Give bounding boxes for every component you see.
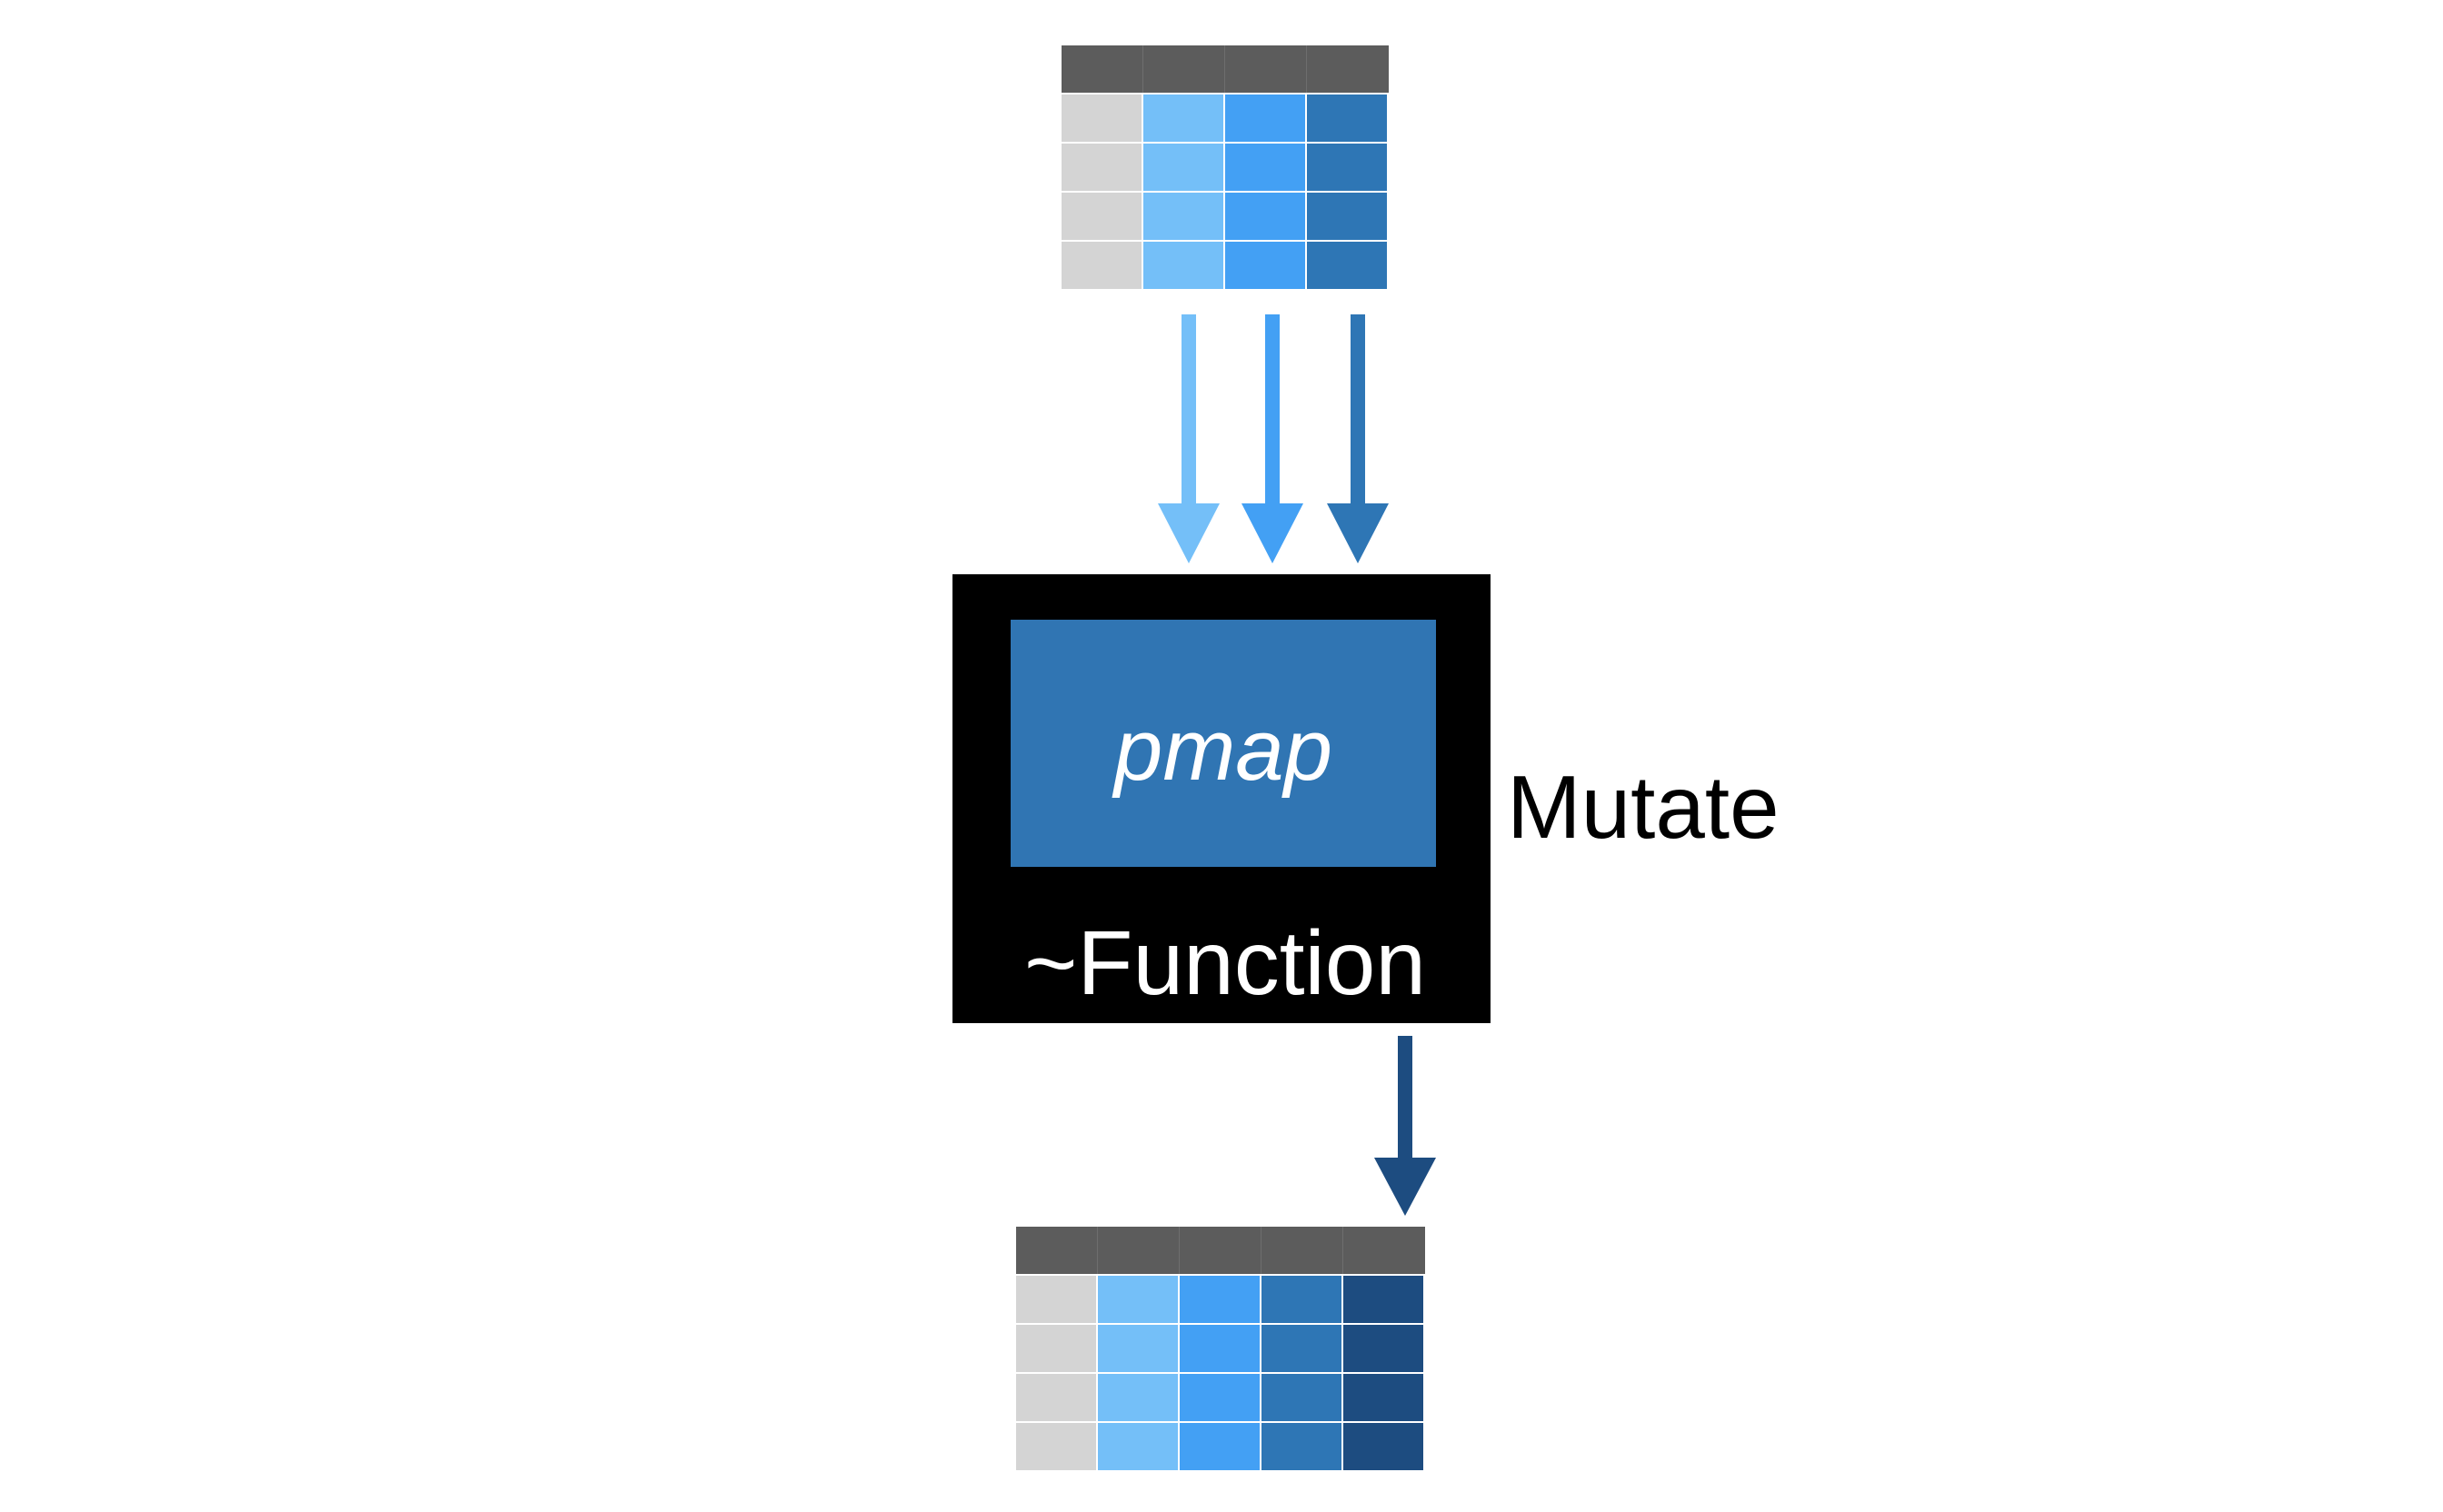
output-table-cell	[1343, 1325, 1423, 1372]
input-table-header-divider	[1142, 45, 1143, 93]
arrow-head	[1327, 503, 1389, 563]
input-table-header-divider	[1306, 45, 1307, 93]
output-table-header	[1016, 1227, 1425, 1274]
input-table-cell	[1143, 94, 1223, 142]
input-table-cell	[1062, 193, 1142, 240]
output-table-cell	[1098, 1423, 1178, 1470]
input-table-cell	[1225, 144, 1305, 191]
output-table-cell	[1180, 1325, 1260, 1372]
output-table-cell	[1098, 1276, 1178, 1323]
output-table-cell	[1343, 1276, 1423, 1323]
mutate-label: Mutate	[1507, 757, 1780, 857]
output-table-header-divider	[1342, 1227, 1343, 1274]
input-table-cell	[1225, 242, 1305, 289]
output-table-cell	[1261, 1423, 1341, 1470]
input-table-header-divider	[1224, 45, 1225, 93]
arrow-shaft	[1265, 314, 1280, 505]
output-arrow-mark	[1374, 1036, 1436, 1216]
input-table	[1062, 45, 1389, 289]
input-table-cell	[1143, 242, 1223, 289]
pmap-box	[1011, 620, 1436, 867]
output-table-cell	[1098, 1374, 1178, 1421]
output-table-cell	[1016, 1374, 1096, 1421]
input-table-cell	[1062, 242, 1142, 289]
function-box: pmap ~Function	[952, 574, 1491, 1023]
output-table-header-divider	[1179, 1227, 1180, 1274]
arrow-shaft	[1182, 314, 1196, 505]
output-table-cell	[1261, 1374, 1341, 1421]
output-table-cell	[1180, 1423, 1260, 1470]
output-table-header-divider	[1097, 1227, 1098, 1274]
input-arrows	[1158, 314, 1389, 563]
output-table-cell	[1261, 1276, 1341, 1323]
input-table-cell	[1307, 242, 1387, 289]
input-table-cell	[1307, 94, 1387, 142]
input-table-cell	[1062, 94, 1142, 142]
arrow-shaft	[1398, 1036, 1412, 1159]
pmap-label: pmap	[1112, 701, 1332, 799]
input-table-cell	[1062, 144, 1142, 191]
input-table-cell	[1307, 193, 1387, 240]
input-arrow-1	[1158, 314, 1220, 563]
output-table-cell	[1180, 1374, 1260, 1421]
output-table-cell	[1016, 1276, 1096, 1323]
input-table-cell	[1143, 144, 1223, 191]
arrow-head	[1241, 503, 1303, 563]
output-arrow	[1374, 1036, 1436, 1216]
input-table-cell	[1307, 144, 1387, 191]
output-table-cell	[1016, 1423, 1096, 1470]
input-table-cell	[1225, 94, 1305, 142]
arrow-head	[1374, 1158, 1436, 1216]
output-table-cell	[1016, 1325, 1096, 1372]
input-table-cell	[1225, 193, 1305, 240]
output-table-cell	[1261, 1325, 1341, 1372]
output-table-cell	[1343, 1423, 1423, 1470]
input-table-cell	[1143, 193, 1223, 240]
output-table-cell	[1098, 1325, 1178, 1372]
input-arrow-2	[1241, 314, 1303, 563]
output-table	[1016, 1227, 1425, 1470]
input-arrow-3	[1327, 314, 1389, 563]
arrow-head	[1158, 503, 1220, 563]
output-table-cell	[1343, 1374, 1423, 1421]
arrow-shaft	[1351, 314, 1365, 505]
output-table-cell	[1180, 1276, 1260, 1323]
function-label: ~Function	[1024, 912, 1426, 1014]
